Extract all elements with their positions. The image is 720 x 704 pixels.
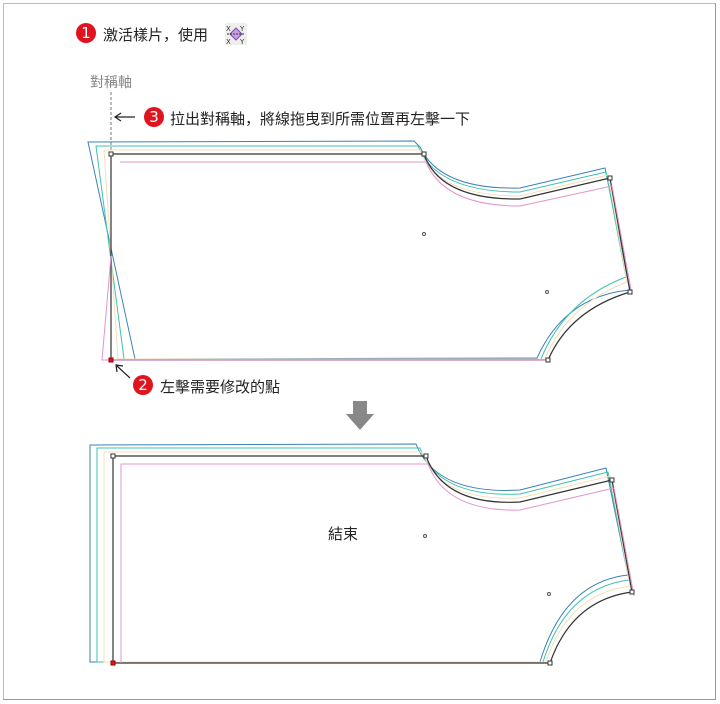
pattern-piece-after (89, 443, 635, 666)
step-badge-2: 2 (133, 375, 153, 395)
step-badge-1: 1 (76, 23, 96, 43)
end-label: 結束 (328, 525, 359, 543)
step-badge-3: 3 (144, 107, 164, 127)
frame-border (3, 3, 716, 700)
step-text-1: 激活樣片，使用 (103, 26, 209, 44)
arrow-to-point (115, 364, 131, 379)
step-text-3: 拉出對稱軸，將線拖曳到所需位置再左擊一下 (170, 110, 471, 128)
axis-label: 對稱軸 (90, 75, 132, 91)
pattern-piece-before (87, 140, 633, 363)
step-text-2: 左擊需要修改的點 (160, 378, 281, 396)
arrow-to-axis (113, 112, 135, 122)
down-arrow-icon (346, 401, 374, 430)
